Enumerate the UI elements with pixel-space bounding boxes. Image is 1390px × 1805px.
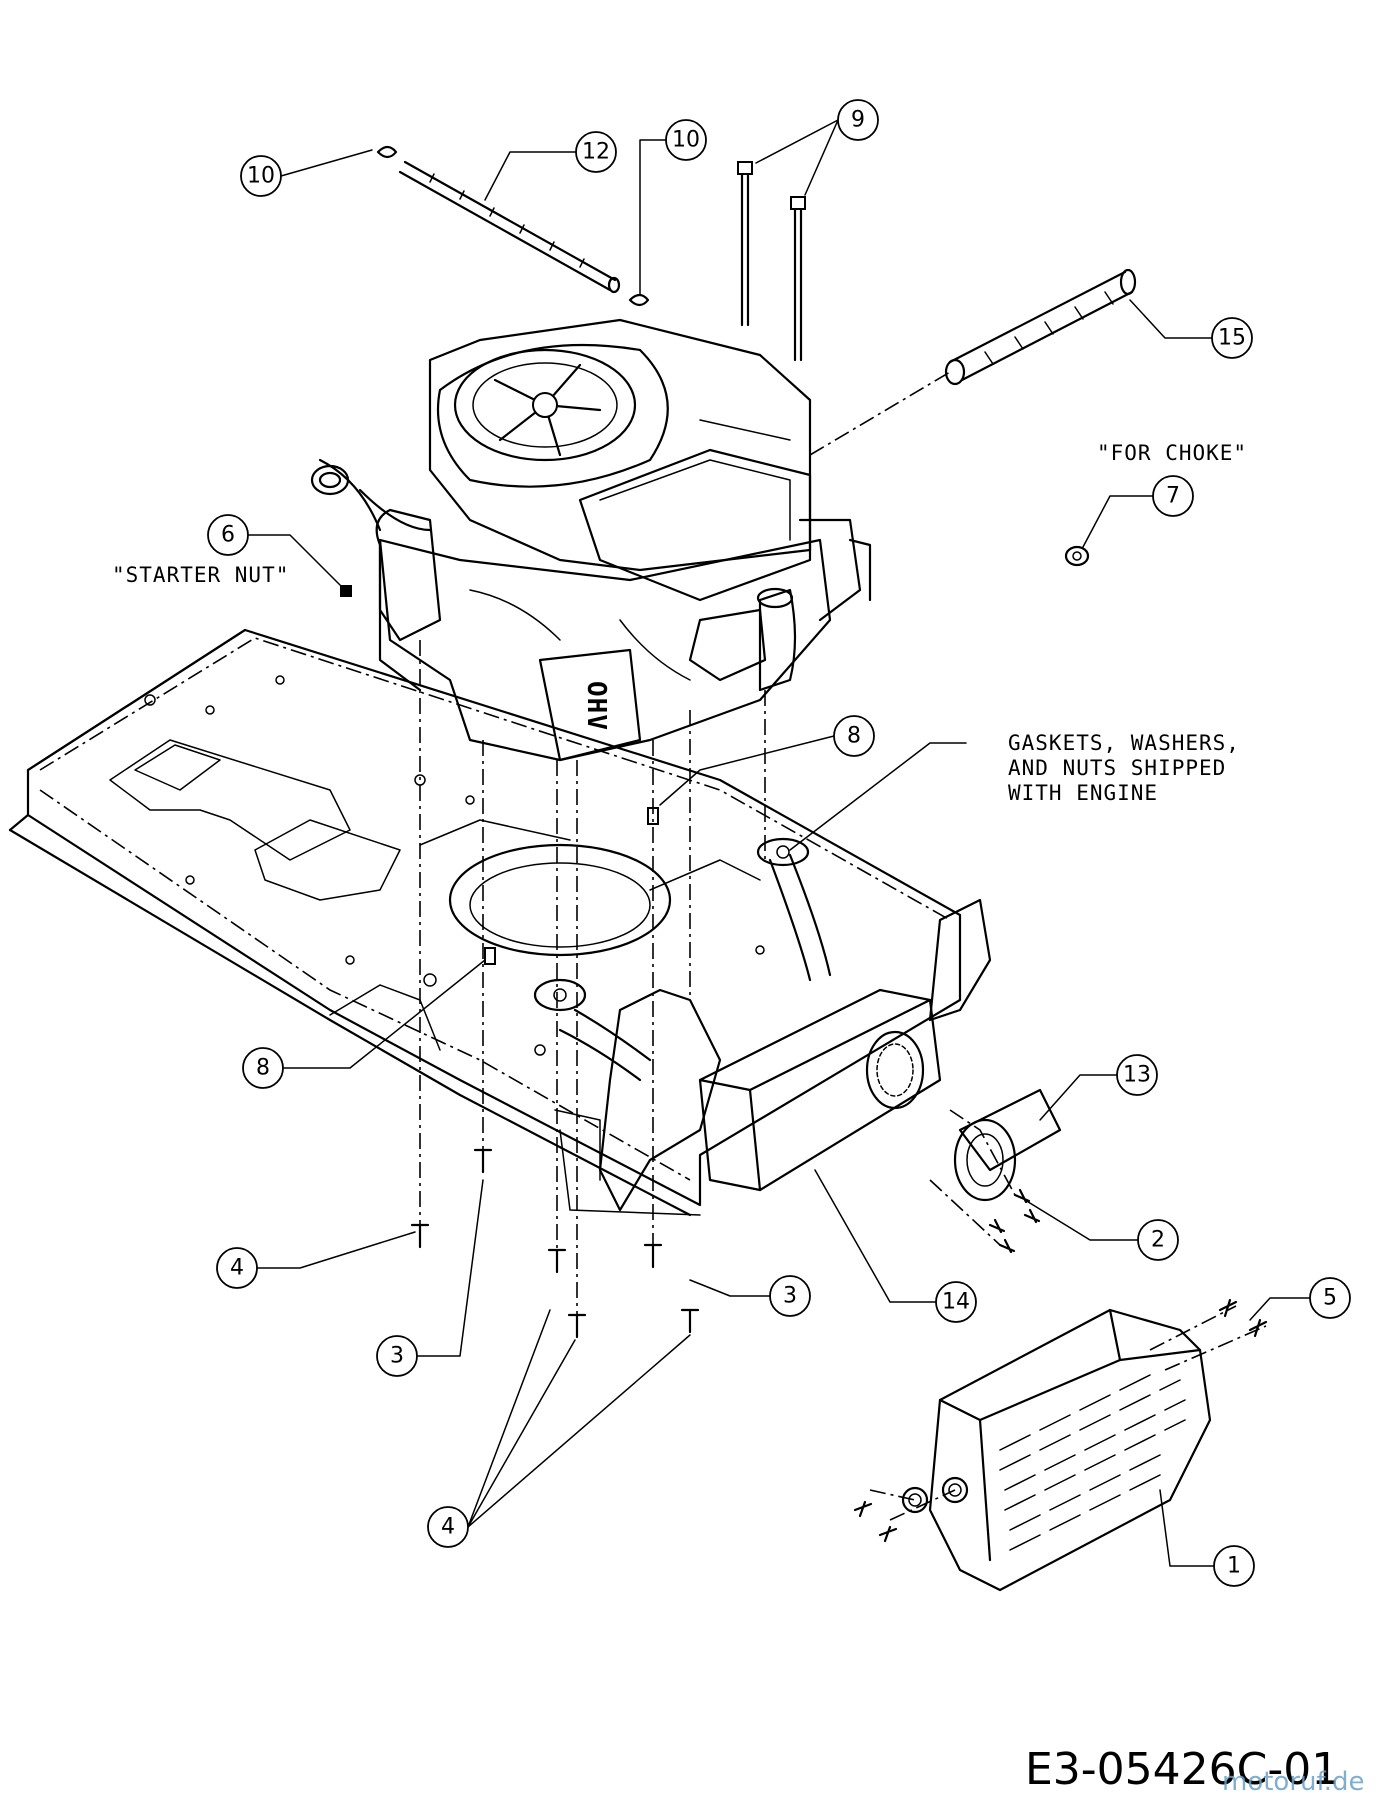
callout-8-upper-label: 8 <box>847 724 861 749</box>
callout-3-right-label: 3 <box>783 1284 797 1309</box>
callout-10-right: 10 <box>665 119 707 161</box>
assembly-lines <box>419 371 1267 1521</box>
callout-14: 14 <box>935 1281 977 1323</box>
callout-12-label: 12 <box>582 140 610 165</box>
leader-lines <box>247 119 1311 1567</box>
callout-7-label: 7 <box>1166 484 1180 509</box>
note-gaskets-line2: AND NUTS SHIPPED <box>1008 756 1226 780</box>
callout-9: 9 <box>837 99 879 141</box>
callout-13-label: 13 <box>1123 1063 1151 1088</box>
note-for-choke: "FOR CHOKE" <box>1097 441 1247 465</box>
callout-10-left-label: 10 <box>247 164 275 189</box>
callout-2-label: 2 <box>1151 1228 1165 1253</box>
document-code: E3-05426C-01 <box>1025 1744 1339 1795</box>
callout-6-label: 6 <box>221 523 235 548</box>
callout-9-label: 9 <box>851 108 865 133</box>
callout-5-label: 5 <box>1323 1286 1337 1311</box>
callout-10-left: 10 <box>240 155 282 197</box>
callout-3-left-label: 3 <box>390 1344 404 1369</box>
note-gaskets-line3: WITH ENGINE <box>1008 781 1158 805</box>
heat-shield <box>853 1298 1268 1592</box>
engine-badge: OHV <box>581 681 611 731</box>
engine: OHV <box>310 318 872 762</box>
callout-4-lower-label: 4 <box>441 1515 455 1540</box>
callout-8-lower-label: 8 <box>256 1056 270 1081</box>
callout-3-right: 3 <box>769 1275 811 1317</box>
callout-12: 12 <box>575 131 617 173</box>
note-starter-nut: "STARTER NUT" <box>112 563 289 587</box>
callout-1-label: 1 <box>1227 1554 1241 1579</box>
callout-15-label: 15 <box>1218 326 1246 351</box>
callout-10-right-label: 10 <box>672 128 700 153</box>
callout-3-left: 3 <box>376 1335 418 1377</box>
callout-4-lower: 4 <box>427 1506 469 1548</box>
callout-8-lower: 8 <box>242 1047 284 1089</box>
chassis-frame <box>8 628 992 1217</box>
note-gaskets-line1: GASKETS, WASHERS, <box>1008 731 1240 755</box>
callout-14-label: 14 <box>942 1290 970 1315</box>
callout-1: 1 <box>1213 1545 1255 1587</box>
callout-4-upper-label: 4 <box>230 1256 244 1281</box>
callout-15: 15 <box>1211 317 1253 359</box>
callout-5: 5 <box>1309 1277 1351 1319</box>
callout-6: 6 <box>207 514 249 556</box>
muffler <box>533 837 1062 1254</box>
callout-2: 2 <box>1137 1219 1179 1261</box>
watermark-logo: motoruf.de <box>1222 1767 1365 1797</box>
callout-13: 13 <box>1116 1054 1158 1096</box>
callout-8-upper: 8 <box>833 715 875 757</box>
callout-7: 7 <box>1152 475 1194 517</box>
callout-4-upper: 4 <box>216 1247 258 1289</box>
